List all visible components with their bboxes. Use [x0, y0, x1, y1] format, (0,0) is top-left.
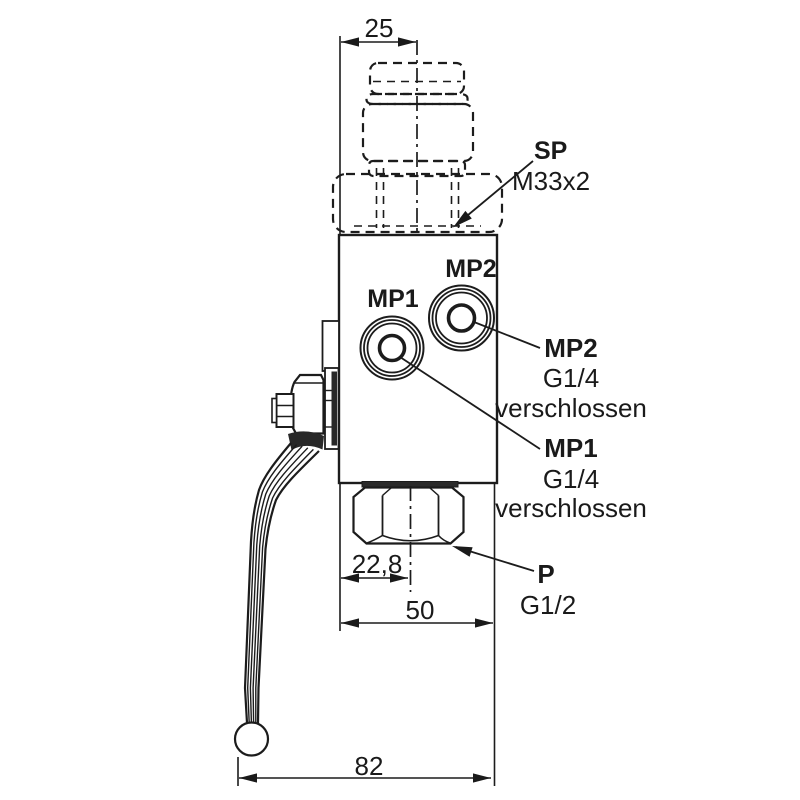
coupler-collar — [365, 92, 469, 106]
mp2-port-circle — [428, 284, 495, 352]
dimension-50 — [341, 618, 493, 628]
mp2-thread-label: G1/4 — [543, 363, 599, 393]
coupler-hex-nut — [331, 172, 504, 234]
hex-chamfer-arc — [382, 534, 439, 542]
hex-chamfer — [382, 487, 392, 497]
mp1-callout-label: MP1 — [544, 433, 597, 463]
p-port-label: P — [537, 559, 554, 589]
sp-leader-arrowhead — [453, 210, 472, 228]
dimension-lines — [237, 36, 496, 786]
mp2-status-label: verschlossen — [495, 393, 647, 423]
coupler-neck — [367, 159, 467, 178]
bracket-upper-plate — [321, 320, 340, 372]
hex-chamfer-arc — [437, 534, 451, 544]
dimension-82-value: 82 — [355, 751, 384, 781]
mp1-body-label: MP1 — [367, 285, 419, 313]
dimension-25 — [341, 37, 416, 47]
lever-pivot-boss — [288, 431, 324, 450]
stub-end-cap — [271, 397, 278, 424]
actuator-hex-stub — [275, 393, 295, 428]
hex-chamfer — [429, 487, 439, 497]
dimension-22-8-value: 22,8 — [352, 549, 403, 579]
sp-thread-label: M33x2 — [512, 166, 590, 196]
bracket-plate-shadow — [331, 371, 337, 446]
coupler-body — [361, 102, 475, 163]
dimension-50-value: 50 — [406, 595, 435, 625]
p-thread-label: G1/2 — [520, 590, 576, 620]
p-port-hex-nut — [352, 481, 465, 545]
sp-port-label: SP — [534, 137, 567, 165]
mp2-callout-label: MP2 — [544, 333, 597, 363]
callout-leaders — [399, 160, 541, 572]
mp1-leader-line — [399, 356, 541, 450]
dimension-22-8 — [341, 573, 408, 583]
mp2-leader-line — [473, 321, 541, 349]
sp-leader-line — [455, 160, 534, 226]
mp1-status-label: verschlossen — [495, 493, 647, 523]
dimension-82 — [239, 773, 491, 783]
lever-actuator-assembly — [233, 320, 340, 757]
mp2-body-label: MP2 — [445, 255, 496, 283]
hex-chamfer-arc — [366, 534, 383, 544]
valve-actuator-body — [289, 373, 325, 435]
lever-ball-knob — [233, 721, 270, 757]
hand-lever — [243, 442, 320, 724]
p-leader-arrowhead — [452, 546, 473, 557]
sp-coupler-dashed-outline — [331, 61, 504, 234]
dimension-25-value: 25 — [365, 13, 394, 43]
mp1-port-circle — [359, 315, 425, 381]
hex-nut-outline — [352, 486, 465, 545]
mp1-thread-label: G1/4 — [543, 464, 599, 494]
